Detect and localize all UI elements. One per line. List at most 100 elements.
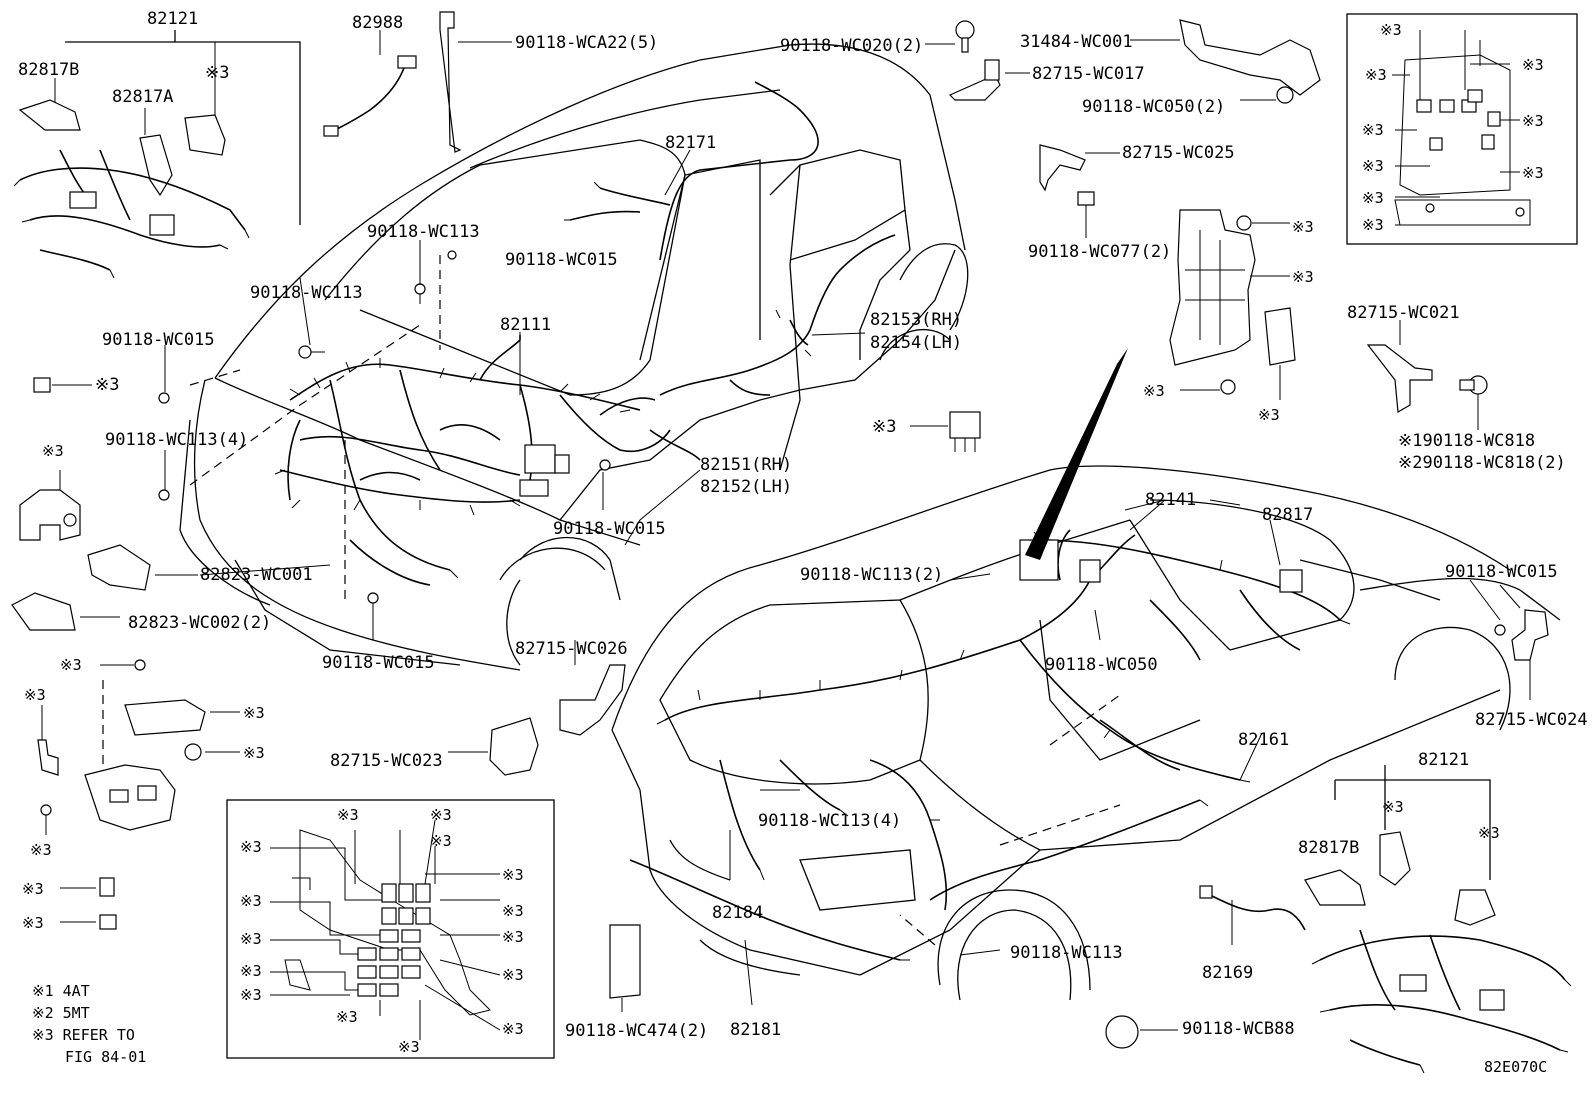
ref3-sp-11: ※3 (22, 880, 44, 898)
callout-90118-WC113-b: 90118-WC113 (250, 283, 363, 303)
callout-82111: 82111 (500, 315, 551, 335)
part-82715-WC021 (1366, 320, 1488, 430)
ref3-sp-14: ※3 (1478, 824, 1500, 842)
ref3-tr-8: ※3 (1362, 189, 1384, 207)
label-tag (609, 924, 641, 999)
callout-82151-RH: 82151(RH) (700, 455, 792, 475)
callout-82184: 82184 (712, 903, 763, 923)
ref3-sp-13: ※3 (1382, 798, 1404, 816)
callout-90118-WC474: 90118-WC474(2) (565, 1021, 708, 1041)
front-vehicle-outline (179, 43, 969, 671)
relay-part (910, 411, 981, 452)
top-left-harness-set (13, 30, 301, 279)
ref3-sp-5: ※3 (42, 442, 64, 460)
part-82988 (323, 30, 417, 137)
callout-82153-RH: 82153(RH) (870, 310, 962, 330)
ref3-bl-9: ※3 (502, 928, 524, 946)
callout-90118-WC113-4-rear: 90118-WC113(4) (758, 811, 901, 831)
callout-90118-WC113-4: 90118-WC113(4) (105, 430, 248, 450)
callout-82715-WC023: 82715-WC023 (330, 751, 443, 771)
callout-82817B-bottom: 82817B (1298, 838, 1359, 858)
ref3-tr-7: ※3 (1522, 164, 1544, 182)
callout-90118-WC077: 90118-WC077(2) (1028, 242, 1171, 262)
ref3-tr-5: ※3 (1522, 112, 1544, 130)
callout-82121-top: 82121 (147, 9, 198, 29)
bottom-right-harness-set (1304, 765, 1572, 1074)
ref3-sp-7: ※3 (243, 704, 265, 722)
ref3-bl-12: ※3 (240, 986, 262, 1004)
roof-harness (564, 81, 819, 261)
ref3-bl-2: ※3 (430, 806, 452, 824)
legend-note-3: ※3 REFER TO (32, 1026, 135, 1044)
callout-82823-WC002: 82823-WC002(2) (128, 613, 271, 633)
top-right-inset (1346, 13, 1578, 245)
ref3-sp-8: ※3 (243, 744, 265, 762)
ref3-tr-6: ※3 (1362, 157, 1384, 175)
ref3-tr-2: ※3 (1365, 66, 1387, 84)
fuse-block-right (1169, 209, 1296, 400)
callout-90118-WC015-d: 90118-WC015 (322, 653, 435, 673)
ref3-bl-14: ※3 (502, 1020, 524, 1038)
callout-82169: 82169 (1202, 963, 1253, 983)
callout-90118-WC050-2: 90118-WC050(2) (1082, 97, 1225, 117)
callout-90118-WC015-c: 90118-WC015 (553, 519, 666, 539)
ref3-sp-4: ※3 (1258, 406, 1280, 424)
rear-guide-lines (899, 694, 1121, 946)
callout-82161: 82161 (1238, 730, 1289, 750)
ref3-tr-1: ※3 (1380, 21, 1402, 39)
ref3-sp-10: ※3 (30, 841, 52, 859)
ref3-bl-11: ※3 (502, 966, 524, 984)
legend-note-2: ※2 5MT (32, 1004, 90, 1022)
legend-note-1: ※1 4AT (32, 982, 90, 1000)
legend: ※1 4AT ※2 5MT ※3 REFER TO FIG 84-01 82E0… (32, 982, 1547, 1076)
callout-82715-WC025: 82715-WC025 (1122, 143, 1235, 163)
rear-harness (629, 529, 1351, 961)
ref3-bl-8: ※3 (240, 930, 262, 948)
ref3-sp-3: ※3 (1143, 382, 1165, 400)
callout-90118-WC818-4AT: ※190118-WC818 (1398, 431, 1535, 451)
ref3-bl-5: ※3 (502, 866, 524, 884)
pointer-wedge (1025, 348, 1128, 560)
callout-90118-WC015-b: 90118-WC015 (102, 330, 215, 350)
callout-90118-WCA22: 90118-WCA22(5) (515, 33, 658, 53)
bottom-left-inset (226, 799, 555, 1059)
ref3-bl-13: ※3 (336, 1008, 358, 1026)
callout-82152-LH: 82152(LH) (700, 477, 792, 497)
callout-82121-bottom: 82121 (1418, 750, 1469, 770)
callout-82715-WC017: 82715-WC017 (1032, 64, 1145, 84)
callout-82823-WC001: 82823-WC001 (200, 565, 313, 585)
ref3-bl-6: ※3 (240, 892, 262, 910)
callout-ref3: ※3 (205, 63, 229, 83)
callout-ref3-b: ※3 (95, 375, 119, 395)
legend-note-3-cont: FIG 84-01 (65, 1048, 146, 1066)
ref3-labels: ※3 ※3 ※3 ※3 ※3 ※3 ※3 ※3 ※3 ※3 ※3 ※3 ※3 ※… (22, 21, 1544, 1056)
callout-82988: 82988 (352, 13, 403, 33)
ref3-bl-4: ※3 (240, 838, 262, 856)
part-82169 (1105, 885, 1306, 1049)
engine-room-harness (274, 335, 671, 586)
callout-90118-WC113-2: 90118-WC113(2) (800, 565, 943, 585)
callout-82817: 82817 (1262, 505, 1313, 525)
ref3-sp-1: ※3 (1292, 218, 1314, 236)
top-center-brackets (925, 19, 1321, 238)
ref3-bl-10: ※3 (240, 962, 262, 980)
brackets-front (448, 640, 626, 776)
callout-labels: 82121 82817B 82817A ※3 82988 90118-WCA22… (18, 9, 1588, 1041)
callout-82171: 82171 (665, 133, 716, 153)
callout-90118-WC015-a: 90118-WC015 (505, 250, 618, 270)
callout-90118-WC050: 90118-WC050 (1045, 655, 1158, 675)
callout-31484-WC001: 31484-WC001 (1020, 32, 1133, 52)
part-82715-WC024 (1494, 584, 1549, 700)
ref3-tr-4: ※3 (1362, 121, 1384, 139)
callout-90118-WCB88: 90118-WCB88 (1182, 1019, 1295, 1039)
callout-90118-WC015-e: 90118-WC015 (1445, 562, 1558, 582)
callout-82141: 82141 (1145, 490, 1196, 510)
callout-ref3-relay: ※3 (872, 417, 896, 437)
ref3-bl-3: ※3 (430, 832, 452, 850)
ref3-sp-12: ※3 (22, 914, 44, 932)
callout-82715-WC021: 82715-WC021 (1347, 303, 1460, 323)
callout-82817A: 82817A (112, 87, 173, 107)
ref3-bl-7: ※3 (502, 902, 524, 920)
